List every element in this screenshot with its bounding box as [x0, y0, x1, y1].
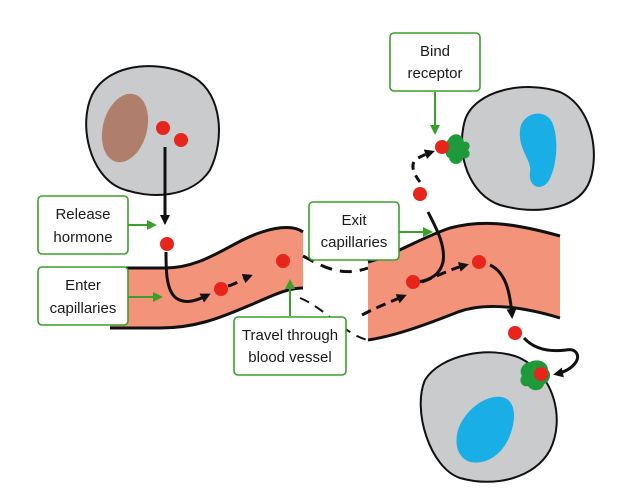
label-travel-through-blood-vessel-line-1: Travel through — [242, 327, 338, 344]
capillary-left-fill — [110, 227, 303, 328]
target-cell-top — [460, 86, 595, 211]
label-release-hormone-line-2: hormone — [53, 229, 112, 246]
target-cell-bottom-nucleus — [456, 396, 514, 463]
label-travel-through-blood-vessel: Travel through blood vessel — [233, 279, 347, 376]
label-enter-capillaries-line-2: capillaries — [50, 300, 117, 317]
capillary-left-bottom-wall — [110, 286, 304, 330]
label-bind-receptor: Bind receptor — [389, 32, 481, 135]
travel-path-arrow-1 — [227, 273, 253, 288]
hormone-molecule — [472, 255, 486, 269]
label-exit-capillaries: Exit capillaries — [308, 201, 433, 261]
to-bottom-receptor-path-arrow — [522, 336, 580, 378]
receptor-top — [445, 134, 470, 164]
hormone-molecule-bound-bottom — [534, 367, 548, 381]
capillary-right-fill — [368, 223, 560, 340]
label-exit-capillaries-box — [308, 201, 400, 261]
label-bind-receptor-line-2: receptor — [407, 65, 462, 82]
label-enter-capillaries-line-1: Enter — [65, 277, 101, 294]
label-release-hormone: Release hormone — [37, 195, 157, 255]
hormone-molecule — [413, 187, 427, 201]
hormone-molecule — [276, 254, 290, 268]
exit-down-path-arrow — [489, 263, 517, 319]
label-bind-receptor-box — [389, 32, 481, 92]
label-travel-through-blood-vessel-line-2: blood vessel — [248, 349, 331, 366]
hormone-molecule-bound-top — [435, 140, 449, 154]
exit-up-path-arrow — [417, 211, 445, 284]
enter-capillary-path-arrow — [164, 251, 211, 303]
hormone-molecule — [156, 121, 170, 135]
capillary-left-top-wall — [110, 226, 304, 270]
hormone-molecule — [508, 326, 522, 340]
label-exit-capillaries-line-1: Exit — [341, 212, 367, 229]
secreting-cell — [85, 65, 220, 196]
label-release-hormone-line-1: Release — [55, 206, 110, 223]
receptor-top-shape — [445, 134, 470, 164]
label-exit-capillaries-line-2: capillaries — [321, 234, 388, 251]
vessel-dashed-wall-top — [302, 254, 369, 274]
capillary-right-bottom-wall — [367, 304, 561, 342]
rise-to-receptor-path-arrow — [411, 149, 435, 183]
hormone-molecule — [160, 237, 174, 251]
label-enter-capillaries: Enter capillaries — [37, 266, 163, 326]
label-travel-through-blood-vessel-box — [233, 316, 347, 376]
hormone-molecule — [406, 275, 420, 289]
label-bind-receptor-line-1: Bind — [420, 43, 450, 60]
target-cell-top-nucleus — [519, 113, 557, 187]
hormone-molecule — [174, 133, 188, 147]
hormone-molecule — [214, 282, 228, 296]
travel-path-arrow-2 — [361, 294, 407, 317]
secreting-cell-nucleus — [101, 93, 149, 163]
capillary-left — [110, 226, 304, 330]
